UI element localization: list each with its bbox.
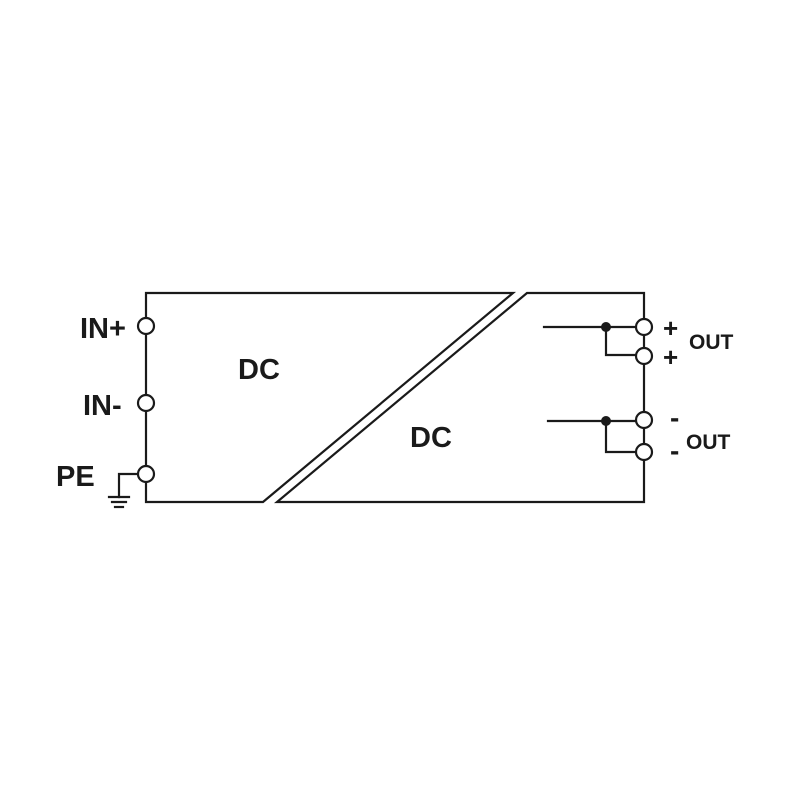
label-in-minus: IN- bbox=[83, 390, 122, 422]
terminal-out-plus-1 bbox=[634, 317, 654, 337]
input-block-label: DC bbox=[238, 354, 280, 386]
terminal-out-plus-2 bbox=[634, 346, 654, 366]
label-pe: PE bbox=[56, 461, 95, 493]
terminal-in-minus bbox=[136, 393, 156, 413]
label-out-positive: OUT bbox=[689, 331, 734, 354]
out-plus-junction-dot bbox=[601, 322, 611, 332]
label-in-plus: IN+ bbox=[80, 313, 126, 345]
terminal-in-plus bbox=[136, 316, 156, 336]
terminal-out-minus-1 bbox=[634, 410, 654, 430]
out-minus-junction-dot bbox=[601, 416, 611, 426]
input-block-outline bbox=[144, 291, 517, 504]
sign-out-minus-1: - bbox=[670, 402, 679, 433]
output-block-label: DC bbox=[410, 422, 452, 454]
output-block-outline bbox=[273, 291, 646, 504]
terminal-pe bbox=[136, 464, 156, 484]
sign-out-minus-2: - bbox=[670, 435, 679, 466]
label-out-negative: OUT bbox=[686, 431, 731, 454]
out-plus-bridge-wire bbox=[604, 325, 637, 357]
sign-out-plus-2: + bbox=[663, 342, 678, 372]
out-minus-bridge-wire bbox=[604, 419, 637, 454]
pe-ground-wire bbox=[117, 472, 139, 499]
terminal-out-minus-2 bbox=[634, 442, 654, 462]
sign-out-plus-1: + bbox=[663, 313, 678, 343]
